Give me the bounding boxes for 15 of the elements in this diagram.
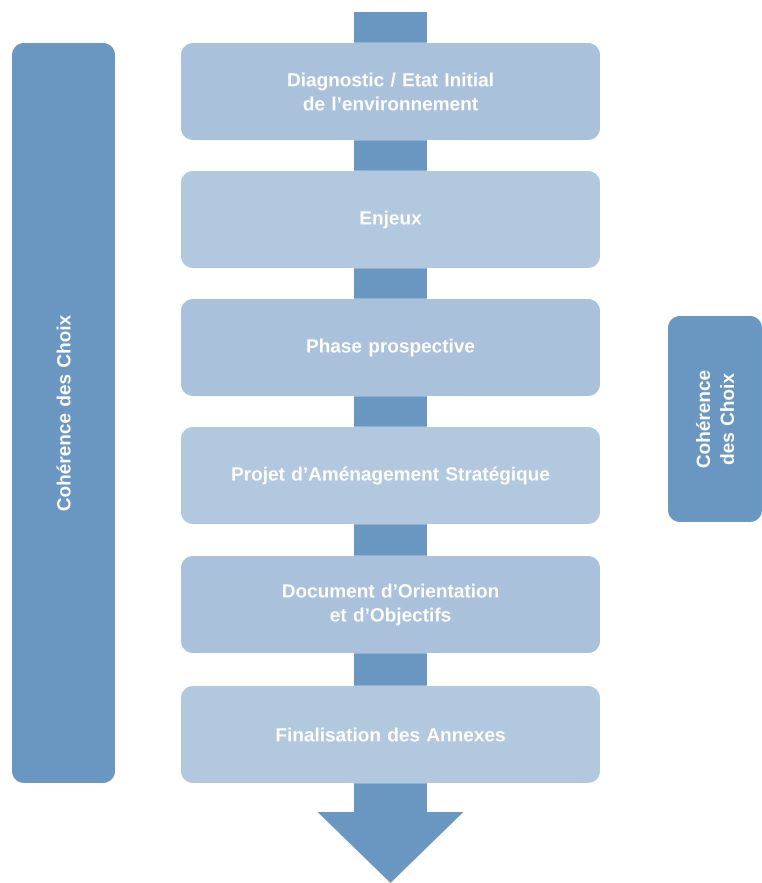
arrow bbox=[354, 524, 427, 556]
step-box: Enjeux bbox=[181, 171, 600, 268]
arrow bbox=[354, 396, 427, 427]
step-box: Document d’Orientation et d’Objectifs bbox=[181, 556, 600, 653]
step-box: Phase prospective bbox=[181, 299, 600, 396]
arrow bbox=[354, 140, 427, 171]
side-band: Cohérence des Choix bbox=[12, 43, 115, 783]
step-box: Projet d’Aménagement Stratégique bbox=[181, 427, 600, 524]
arrow bbox=[354, 12, 427, 43]
step-box: Diagnostic / Etat Initial de l’environnement bbox=[181, 43, 600, 140]
arrow bbox=[354, 653, 427, 686]
arrow bbox=[318, 783, 464, 883]
step-box: Finalisation des Annexes bbox=[181, 686, 600, 783]
arrow bbox=[354, 268, 427, 299]
side-band: Cohérence des Choix bbox=[668, 316, 762, 522]
